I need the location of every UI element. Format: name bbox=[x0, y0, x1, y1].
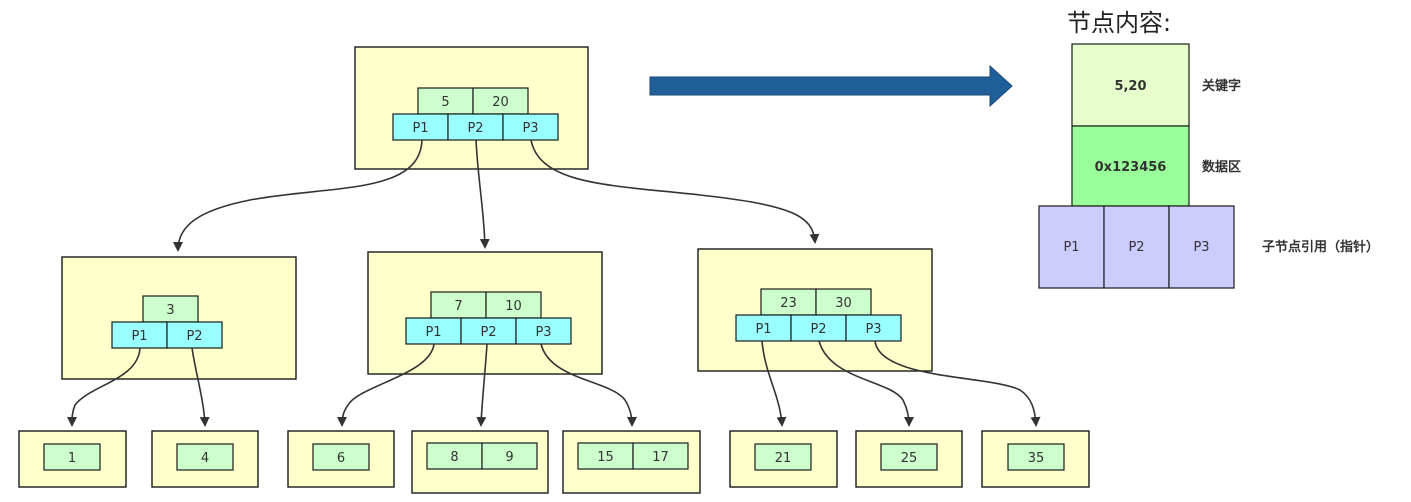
svg-text:21: 21 bbox=[775, 451, 792, 466]
svg-text:P2: P2 bbox=[1128, 240, 1144, 255]
svg-text:3: 3 bbox=[166, 303, 174, 318]
legend-data-section: 0x123456 数据区 bbox=[1071, 125, 1241, 207]
legend-pointer-label: 子节点引用（指针） bbox=[1262, 239, 1379, 255]
svg-text:20: 20 bbox=[492, 95, 509, 110]
svg-text:23: 23 bbox=[780, 296, 797, 311]
level1-node-3-pointer-p3: P3 bbox=[845, 314, 902, 342]
svg-text:5,20: 5,20 bbox=[1114, 79, 1146, 94]
svg-text:P2: P2 bbox=[467, 121, 483, 136]
svg-text:0x123456: 0x123456 bbox=[1095, 160, 1167, 175]
svg-text:P2: P2 bbox=[480, 325, 496, 340]
root-pointer-p2: P2 bbox=[447, 113, 504, 141]
edge-node2-p1 bbox=[337, 343, 435, 427]
svg-text:P2: P2 bbox=[186, 329, 202, 344]
legend-data-label: 数据区 bbox=[1202, 159, 1241, 175]
edge-node2-p2 bbox=[476, 343, 488, 427]
svg-text:30: 30 bbox=[835, 296, 852, 311]
root-node: 5 20 P1 P2 P3 bbox=[354, 46, 589, 170]
edge-node3-p1 bbox=[761, 340, 787, 427]
legend-pointer-section: P1 P2 P3 子节点引用（指针） bbox=[1038, 205, 1379, 289]
leaf-node-4: 8 9 bbox=[411, 430, 549, 494]
svg-text:15: 15 bbox=[597, 450, 614, 465]
level1-node-2: 7 10 P1 P2 P3 bbox=[367, 251, 603, 375]
level1-node-1: 3 P1 P2 bbox=[61, 256, 297, 380]
leaf-node-3: 6 bbox=[287, 430, 395, 488]
level1-node-2-pointer-p2: P2 bbox=[460, 317, 517, 345]
level1-node-2-pointer-p3: P3 bbox=[515, 317, 572, 345]
edge-root-p3 bbox=[530, 139, 820, 244]
legend: 节点内容: 5,20 关键字 0x123456 数据区 P1 P2 P3 子节点… bbox=[1038, 9, 1379, 289]
svg-text:5: 5 bbox=[441, 95, 449, 110]
expand-arrow bbox=[649, 64, 1013, 108]
root-pointer-p3: P3 bbox=[502, 113, 559, 141]
root-key-1: 5 bbox=[417, 87, 474, 115]
svg-text:P1: P1 bbox=[412, 121, 428, 136]
svg-text:10: 10 bbox=[505, 299, 522, 314]
level1-node-3-key-2: 30 bbox=[815, 288, 872, 316]
svg-text:17: 17 bbox=[652, 450, 669, 465]
legend-key-section: 5,20 关键字 bbox=[1071, 43, 1241, 127]
edge-node2-p3 bbox=[540, 343, 637, 427]
legend-title: 节点内容: bbox=[1067, 9, 1171, 37]
edge-root-p2 bbox=[475, 139, 490, 249]
edge-node3-p2 bbox=[818, 340, 914, 427]
svg-text:P1: P1 bbox=[131, 329, 147, 344]
root-key-2: 20 bbox=[472, 87, 529, 115]
svg-text:P3: P3 bbox=[535, 325, 551, 340]
edge-node1-p1 bbox=[67, 347, 141, 427]
svg-text:P3: P3 bbox=[1193, 240, 1209, 255]
svg-text:8: 8 bbox=[450, 450, 458, 465]
svg-text:9: 9 bbox=[505, 450, 513, 465]
svg-text:25: 25 bbox=[901, 451, 918, 466]
level1-node-3: 23 30 P1 P2 P3 bbox=[697, 248, 933, 372]
level1-node-1-key-1: 3 bbox=[142, 295, 199, 323]
leaf-node-2: 4 bbox=[151, 430, 259, 488]
edge-node1-p2 bbox=[191, 347, 210, 427]
level1-node-1-pointer-p2: P2 bbox=[166, 321, 223, 349]
level1-node-3-pointer-p1: P1 bbox=[735, 314, 792, 342]
leaf-node-8: 35 bbox=[981, 430, 1090, 488]
level1-node-2-key-1: 7 bbox=[430, 291, 487, 319]
svg-text:6: 6 bbox=[337, 451, 345, 466]
level1-node-2-key-2: 10 bbox=[485, 291, 542, 319]
edge-root-p1 bbox=[173, 139, 423, 252]
svg-text:35: 35 bbox=[1028, 451, 1045, 466]
edge-node3-p3 bbox=[874, 340, 1041, 427]
leaf-node-7: 25 bbox=[855, 430, 963, 488]
root-pointer-p1: P1 bbox=[392, 113, 449, 141]
level1-node-1-pointer-p1: P1 bbox=[111, 321, 168, 349]
level1-node-3-key-1: 23 bbox=[760, 288, 817, 316]
level1-node-3-pointer-p2: P2 bbox=[790, 314, 847, 342]
svg-text:P1: P1 bbox=[1063, 240, 1079, 255]
svg-text:1: 1 bbox=[68, 451, 76, 466]
legend-key-label: 关键字 bbox=[1202, 78, 1241, 94]
svg-text:P3: P3 bbox=[865, 322, 881, 337]
leaf-node-1: 1 bbox=[18, 430, 127, 488]
leaf-node-6: 21 bbox=[729, 430, 838, 488]
svg-text:P2: P2 bbox=[810, 322, 826, 337]
leaf-node-5: 15 17 bbox=[562, 430, 701, 494]
svg-text:P1: P1 bbox=[425, 325, 441, 340]
svg-text:7: 7 bbox=[454, 299, 462, 314]
svg-text:4: 4 bbox=[201, 451, 209, 466]
svg-text:P1: P1 bbox=[755, 322, 771, 337]
level1-node-2-pointer-p1: P1 bbox=[405, 317, 462, 345]
svg-text:P3: P3 bbox=[522, 121, 538, 136]
